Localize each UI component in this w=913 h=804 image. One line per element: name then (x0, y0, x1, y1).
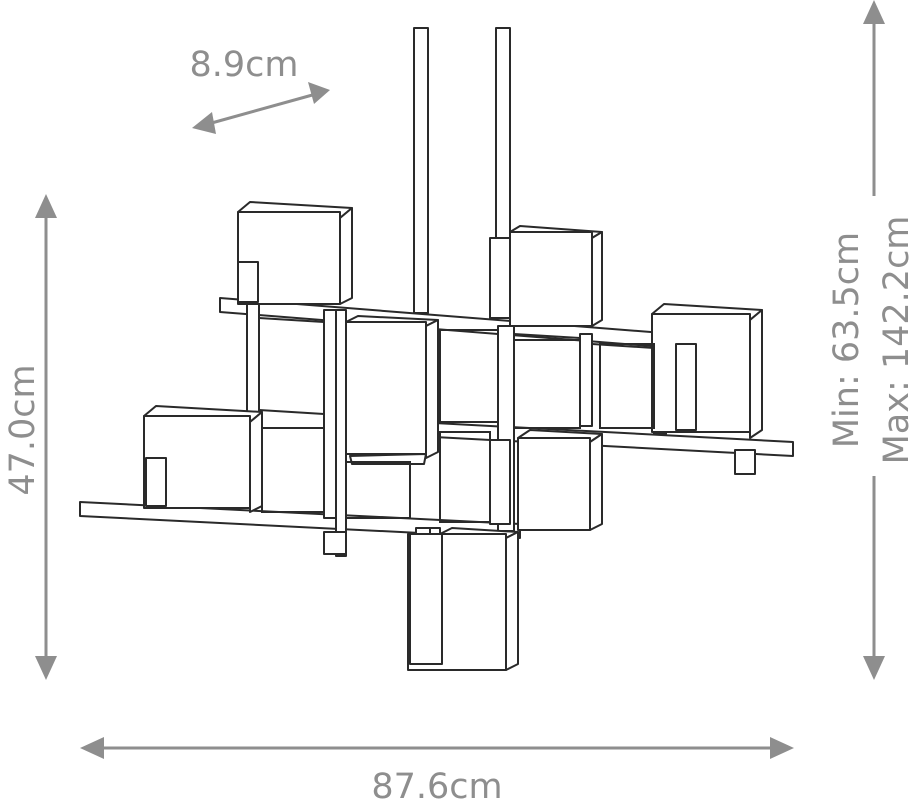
shade-top-right (651, 303, 763, 439)
drop-max-label: Max: 142.2cm (877, 216, 913, 465)
frame-post-foot (323, 531, 347, 555)
frame-cells (261, 329, 655, 523)
chandelier-drawing (79, 27, 794, 671)
drop-dimension: Min: 63.5cm Max: 142.2cm (827, 0, 913, 680)
frame-rail (258, 409, 325, 415)
suspension-rod-left (413, 27, 429, 314)
shade-top-center (489, 225, 603, 327)
upper-bar (219, 297, 677, 349)
shade-top-left (237, 201, 353, 305)
depth-dimension: 8.9cm (190, 45, 330, 134)
frame-post-foot (734, 449, 756, 475)
lower-bar (79, 501, 521, 539)
frame-post (323, 309, 337, 519)
shade-center (345, 315, 439, 465)
frame-post (246, 301, 260, 423)
drop-min-label: Min: 63.5cm (827, 232, 867, 448)
shade-bottom (407, 527, 519, 671)
height-label: 47.0cm (3, 364, 43, 495)
frame-post (335, 309, 347, 557)
height-dimension: 47.0cm (3, 194, 57, 680)
shade-left (143, 405, 263, 513)
width-label: 87.6cm (371, 767, 502, 804)
frame-rail (258, 317, 325, 323)
shade-center-right (489, 429, 603, 531)
frame-post (579, 333, 593, 427)
width-dimension: 87.6cm (80, 737, 794, 804)
depth-label: 8.9cm (190, 45, 299, 85)
frame-rail (513, 333, 581, 339)
